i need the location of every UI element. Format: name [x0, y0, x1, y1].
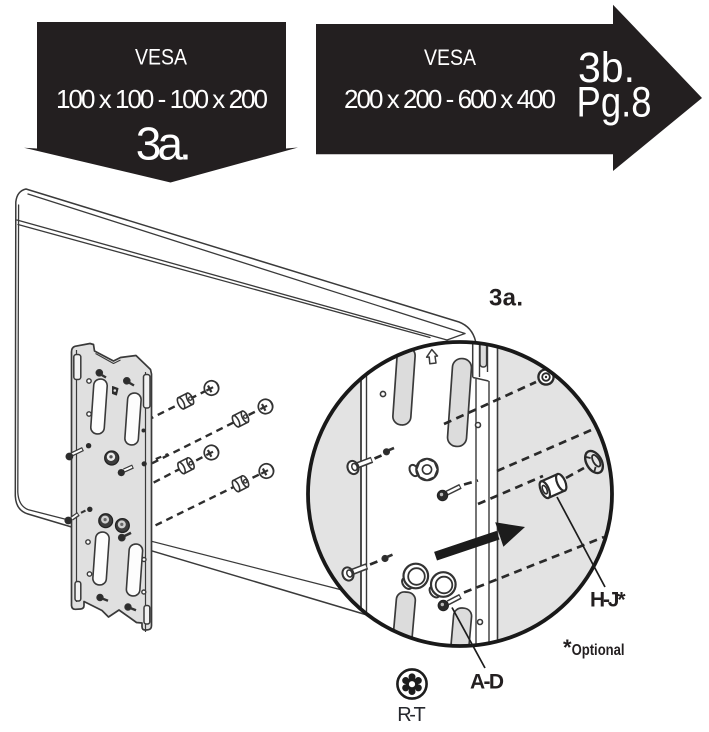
svg-text:3b.: 3b. — [578, 44, 635, 92]
svg-text:Pg.8: Pg.8 — [577, 79, 652, 127]
svg-text:200 x 200 - 600 x 400: 200 x 200 - 600 x 400 — [344, 84, 556, 114]
svg-text:H-J*: H-J* — [590, 589, 626, 612]
svg-text:VESA: VESA — [135, 45, 187, 70]
svg-text:A-D: A-D — [470, 671, 504, 694]
svg-text:R-T: R-T — [397, 704, 426, 726]
svg-text:100 x 100 - 100 x 200: 100 x 100 - 100 x 200 — [56, 84, 268, 114]
svg-text:3a.: 3a. — [136, 118, 192, 170]
svg-text:3a.: 3a. — [489, 285, 523, 312]
svg-text:*Optional: *Optional — [563, 635, 625, 660]
svg-text:VESA: VESA — [424, 45, 476, 70]
